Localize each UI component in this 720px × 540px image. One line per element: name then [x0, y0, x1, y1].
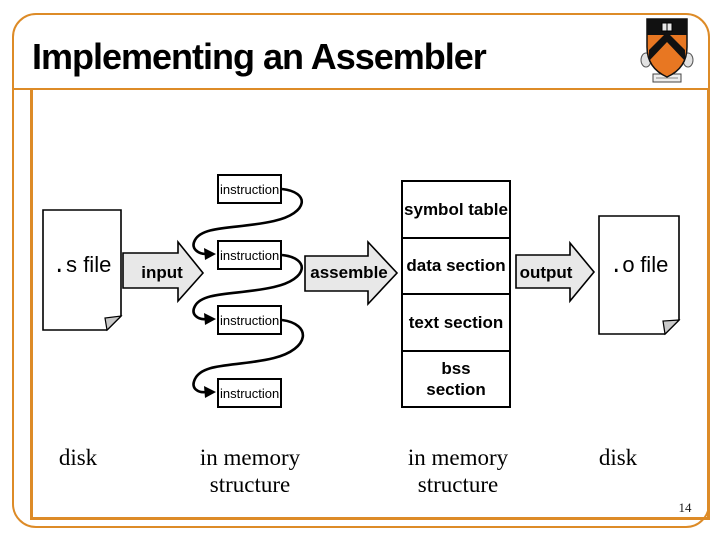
memory-cell-label: symbol table — [404, 199, 508, 219]
instruction-box-3: instruction — [217, 305, 282, 335]
memory-cell-text-section: text section — [403, 293, 509, 350]
instruction-label: instruction — [220, 385, 280, 401]
slide-inner-frame — [30, 90, 710, 520]
instruction-label: instruction — [220, 312, 280, 328]
caption-disk-right: disk — [598, 445, 638, 470]
memory-cell-label: data section — [406, 256, 506, 276]
caption-memory-left: in memory structure — [199, 445, 301, 497]
s-file-suffix: file — [77, 252, 112, 277]
instruction-box-1: instruction — [217, 174, 282, 204]
caption-memory-right: in memory structure — [407, 445, 509, 497]
memory-cell-label: text section — [408, 312, 504, 332]
shield-chevron — [649, 32, 685, 61]
memory-structure-table: symbol table data section text section b… — [401, 180, 511, 408]
caption-disk-left: disk — [58, 445, 98, 470]
s-file-label: .s file — [43, 252, 121, 279]
instruction-box-4: instruction — [217, 378, 282, 408]
memory-cell-bss-section: bss section — [403, 349, 509, 407]
memory-cell-data-section: data section — [403, 236, 509, 294]
instruction-label: instruction — [220, 247, 280, 263]
instruction-box-2: instruction — [217, 240, 282, 270]
o-file-ext: .o — [609, 254, 635, 279]
assemble-arrow-label: assemble — [310, 263, 388, 282]
page-number: 14 — [678, 500, 692, 515]
memory-cell-symbol-table: symbol table — [403, 182, 509, 237]
input-arrow-label: input — [141, 263, 183, 282]
o-file-suffix: file — [634, 252, 669, 277]
s-file-ext: .s — [52, 254, 78, 279]
princeton-shield-icon — [640, 18, 694, 83]
instruction-label: instruction — [220, 181, 280, 197]
memory-cell-label: bss section — [426, 358, 486, 399]
o-file-label: .o file — [599, 252, 679, 279]
title-divider-line — [13, 88, 708, 90]
page-title: Implementing an Assembler — [32, 36, 487, 77]
output-arrow-label: output — [519, 263, 573, 282]
